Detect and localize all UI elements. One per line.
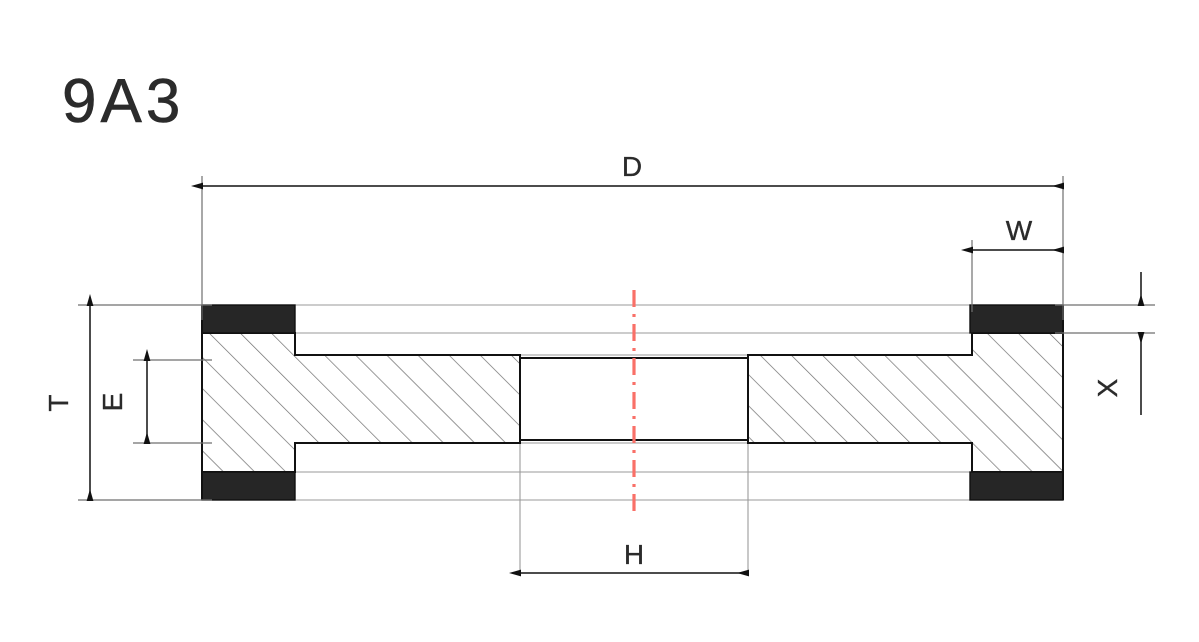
section-body-right xyxy=(747,332,1064,473)
section-body-left xyxy=(201,332,521,473)
abrasive-segment-top-right xyxy=(969,304,1064,334)
dimension-W: W xyxy=(961,215,1064,312)
dimension-D: D xyxy=(191,151,1064,320)
bore-projection-lines xyxy=(519,443,749,575)
dimension-label-W: W xyxy=(1006,215,1033,246)
dimension-label-T: T xyxy=(43,394,74,411)
dimension-X: X xyxy=(1055,272,1155,415)
dimension-T: T xyxy=(43,294,212,501)
dimension-label-D: D xyxy=(622,151,642,182)
dimension-label-X: X xyxy=(1092,378,1123,397)
dimension-label-H: H xyxy=(624,539,644,570)
drawing-title: 9A3 xyxy=(62,67,184,136)
dimension-H: H xyxy=(509,539,749,577)
dimension-label-E: E xyxy=(97,393,128,412)
abrasive-segment-bottom-right xyxy=(969,471,1064,501)
abrasive-segment-top-left xyxy=(201,304,296,334)
abrasive-segment-bottom-left xyxy=(201,471,296,501)
dimension-E: E xyxy=(97,349,212,444)
body-outline xyxy=(201,305,1064,500)
